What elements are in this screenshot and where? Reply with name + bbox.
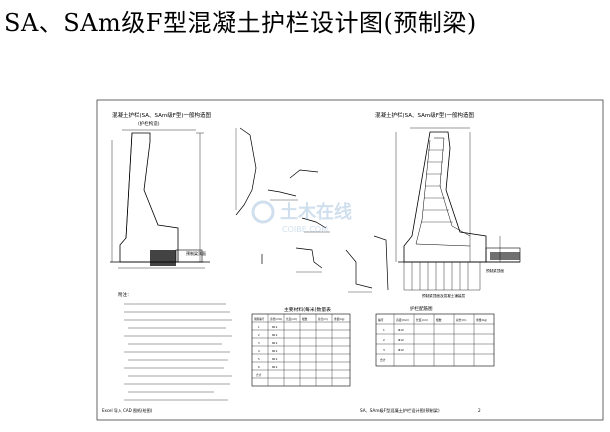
footer-left: Excel 导入 CAD 图纸(绘图)	[102, 407, 153, 413]
rebar-row-1-id: 2	[258, 333, 260, 337]
page-title: SA、SAm级F型混凝土护栏设计图(预制梁)	[4, 9, 477, 37]
right-lower-rebar	[403, 262, 481, 291]
rebar-row-1-dia: Φ12	[272, 333, 278, 337]
qty-table: 编号 直径(mm) 长度(cm) 根数 总长(m) 重量(kg) 1 Φ12 2…	[375, 313, 495, 367]
watermark-text: 土木在线	[280, 201, 352, 223]
right-barrier-outline	[403, 131, 487, 263]
rebar-th-5: 重量(kg)	[334, 317, 344, 321]
rebar-row-0-dia: Φ12	[272, 325, 278, 329]
rebar-row-4-dia: Φ12	[272, 357, 278, 361]
rebar-row-5-id: 6	[258, 365, 260, 369]
right-stirrups	[421, 149, 453, 223]
rebar-table-caption: 主要材料(每米)数量表	[284, 306, 331, 313]
rebar-row-5-dia: Φ12	[272, 365, 278, 369]
rebar-row-0-id: 1	[258, 325, 260, 329]
qty-th-4: 总长(m)	[456, 318, 467, 322]
qty-table-grid	[376, 314, 494, 366]
watermark-logo-icon	[251, 200, 275, 224]
watermark-subtext: COIBE.COM	[282, 225, 328, 234]
right-deck-label: 预制梁顶面	[486, 268, 504, 273]
rebar-th-2: 长度(cm)	[286, 317, 297, 321]
rebar-dims	[235, 128, 372, 293]
left-deck-label: 预制梁顶面	[186, 250, 206, 256]
rebar-row-3-id: 4	[258, 349, 260, 353]
qty-row-1-id: 2	[383, 338, 385, 342]
qty-row-0-id: 1	[383, 328, 385, 332]
footer-right: SA、SAm级F型混凝土护栏设计图(预制梁)	[360, 407, 440, 414]
rebar-row-total: 合计	[256, 373, 262, 377]
rebar-row-3-dia: Φ12	[272, 349, 278, 353]
qty-th-0: 编号	[378, 318, 384, 322]
right-general-view: 混凝土护栏(SA、SAm级F型)一般构造图	[375, 111, 521, 312]
rebar-th-0: 钢筋编号	[254, 317, 265, 321]
rebar-shape-2	[289, 169, 319, 179]
left-view-subheading: (护栏构造)	[138, 120, 160, 127]
qty-row-0-dia: Φ12	[398, 328, 404, 332]
qty-row-2-dia: Φ12	[398, 348, 404, 352]
rebar-row-2-id: 3	[258, 341, 260, 345]
qty-row-2-id: 3	[383, 348, 385, 352]
rebar-th-3: 根数	[302, 317, 308, 321]
left-barrier-outline	[119, 132, 179, 263]
notes-lines	[124, 303, 232, 401]
right-rebar-label: 预制梁顶面及混凝土铺装层	[422, 293, 466, 298]
rebar-shape-1	[235, 127, 257, 216]
rebar-table-grid	[252, 314, 350, 386]
qty-th-3: 根数	[436, 318, 442, 322]
rebar-row-2-dia: Φ12	[272, 341, 278, 345]
rebar-th-1: 直径(mm)	[270, 317, 282, 321]
left-view-heading: 混凝土护栏(SA、SAm级F型)一般构造图	[112, 111, 212, 119]
right-view-heading: 混凝土护栏(SA、SAm级F型)一般构造图	[375, 111, 475, 119]
qty-th-5: 重量(kg)	[476, 318, 487, 322]
rebar-shape-3	[267, 189, 297, 197]
right-table-caption: 护栏配筋图	[410, 305, 433, 312]
sheet-number: 2	[478, 408, 481, 413]
rebar-row-4-id: 5	[258, 357, 260, 361]
qty-th-1: 直径(mm)	[396, 318, 409, 322]
rebar-table: 主要材料(每米)数量表 钢筋编号 直径(mm) 长度(cm) 根数 总长(m) …	[251, 306, 351, 387]
qty-row-total: 合计	[380, 358, 386, 362]
rebar-shape-4	[301, 217, 327, 229]
qty-th-2: 长度(cm)	[416, 318, 428, 322]
qty-row-1-dia: Φ12	[398, 338, 404, 342]
rebar-shape-6	[295, 247, 323, 269]
rebar-th-4: 总长(m)	[318, 317, 328, 321]
rebar-shape-8	[373, 235, 389, 291]
notes-label: 附注：	[118, 291, 132, 298]
rebar-details	[235, 127, 389, 291]
rebar-shape-7	[345, 249, 373, 289]
notes-block: 附注：	[118, 291, 232, 401]
left-general-view: 混凝土护栏(SA、SAm级F型)一般构造图 (护栏构造) 预制梁顶面	[110, 111, 212, 269]
sheet-frame	[96, 99, 604, 421]
